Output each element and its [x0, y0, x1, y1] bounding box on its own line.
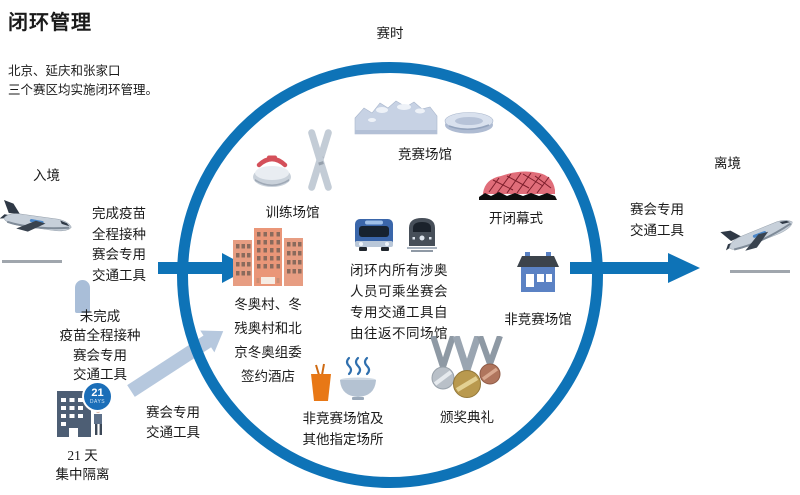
competition-venues-label: 竞赛场馆: [398, 147, 452, 162]
exit-transport-note: 赛会专用 交通工具: [630, 200, 684, 241]
bus-icon: [355, 219, 393, 251]
competition-venue-cube-icon: [354, 100, 438, 135]
entry-label: 入境: [33, 168, 60, 183]
medal-ceremony-label: 颁奖典礼: [440, 410, 494, 425]
text-line: 疫苗全程接种: [59, 328, 141, 344]
text-line: 赛会专用: [92, 247, 146, 262]
ceremonies-label: 开闭幕式: [489, 211, 543, 226]
subtitle-line: 北京、延庆和张家口: [8, 64, 121, 78]
competition-venue-oval-icon: [444, 112, 494, 134]
text-line: 未完成: [79, 309, 121, 324]
phase-label: 赛时: [376, 26, 404, 41]
train-icon: [407, 218, 437, 252]
badge-unit: DAYS: [89, 399, 106, 405]
runway-line: [2, 260, 62, 263]
text-line: 完成疫苗: [92, 206, 146, 221]
closed-loop-circle: [177, 62, 603, 488]
text-line: 冬奥村、冬: [234, 297, 302, 312]
drink-icon: [311, 363, 331, 401]
birds-nest-stadium-icon: [479, 171, 557, 200]
text-line: 其他指定场所: [302, 432, 384, 447]
text-line: 非竞赛场馆及: [302, 411, 384, 426]
olympic-village-hotel-icon: [233, 228, 303, 286]
text-line: 赛会专用: [146, 405, 200, 420]
hot-food-bowl-icon: [340, 356, 376, 400]
page-title: 闭环管理: [8, 12, 92, 34]
other-places-label: 非竞赛场馆及 其他指定场所: [290, 408, 396, 450]
medals-icon: [430, 336, 503, 398]
crossed-skis-icon: [308, 129, 332, 191]
subtitle-line: 三个赛区均实施闭环管理。: [8, 83, 159, 97]
text-line: 交通工具: [630, 222, 684, 238]
bollard-icon: [75, 280, 90, 313]
text-line: 赛会专用: [630, 202, 684, 217]
entry-transport-note: 赛会专用 交通工具: [146, 403, 200, 443]
airplane-takeoff-icon: [720, 219, 793, 251]
text-line: 专用交通工具自: [350, 305, 448, 320]
text-line: 交通工具: [146, 425, 200, 440]
text-line: 集中隔离: [55, 467, 110, 482]
text-line: 人员可乘坐赛会: [350, 284, 448, 299]
hotels-label: 冬奥村、冬 残奥村和北 京冬奥组委 签约酒店: [222, 293, 314, 389]
text-line: 赛会专用: [73, 347, 127, 363]
text-line: 闭环内所有涉奥: [350, 263, 448, 278]
text-line: 京冬奥组委: [234, 345, 302, 360]
text-line: 交通工具: [73, 366, 127, 382]
text-line: 由往返不同场馆: [350, 326, 448, 341]
runway-line: [730, 270, 790, 273]
curling-stone-icon: [253, 155, 291, 187]
unvaccinated-path-note: 未完成 疫苗全程接种 赛会专用 交通工具: [25, 307, 175, 384]
text-line: 残奥村和北: [234, 321, 302, 336]
training-venues-label: 训练场馆: [265, 205, 320, 220]
text-line: 21 天: [67, 448, 98, 463]
vaccinated-path-note: 完成疫苗 全程接种 赛会专用 交通工具: [92, 204, 146, 286]
loop-transport-note: 闭环内所有涉奥 人员可乘坐赛会 专用交通工具自 由往返不同场馆: [350, 260, 448, 344]
exit-label: 离境: [714, 156, 741, 171]
storefront-icon: [517, 252, 559, 292]
text-line: 交通工具: [92, 267, 146, 283]
text-line: 签约酒店: [241, 369, 295, 384]
exit-arrow-icon: [570, 253, 700, 283]
non-competition-venues-label: 非竞赛场馆: [504, 312, 572, 327]
text-line: 全程接种: [92, 226, 146, 242]
airplane-landing-icon: [0, 199, 72, 232]
quarantine-caption: 21 天 集中隔离: [35, 446, 130, 484]
page-subtitle: 北京、延庆和张家口 三个赛区均实施闭环管理。: [8, 62, 158, 100]
badge-number: 21: [91, 387, 104, 399]
21-days-badge: 21 DAYS: [82, 381, 113, 412]
